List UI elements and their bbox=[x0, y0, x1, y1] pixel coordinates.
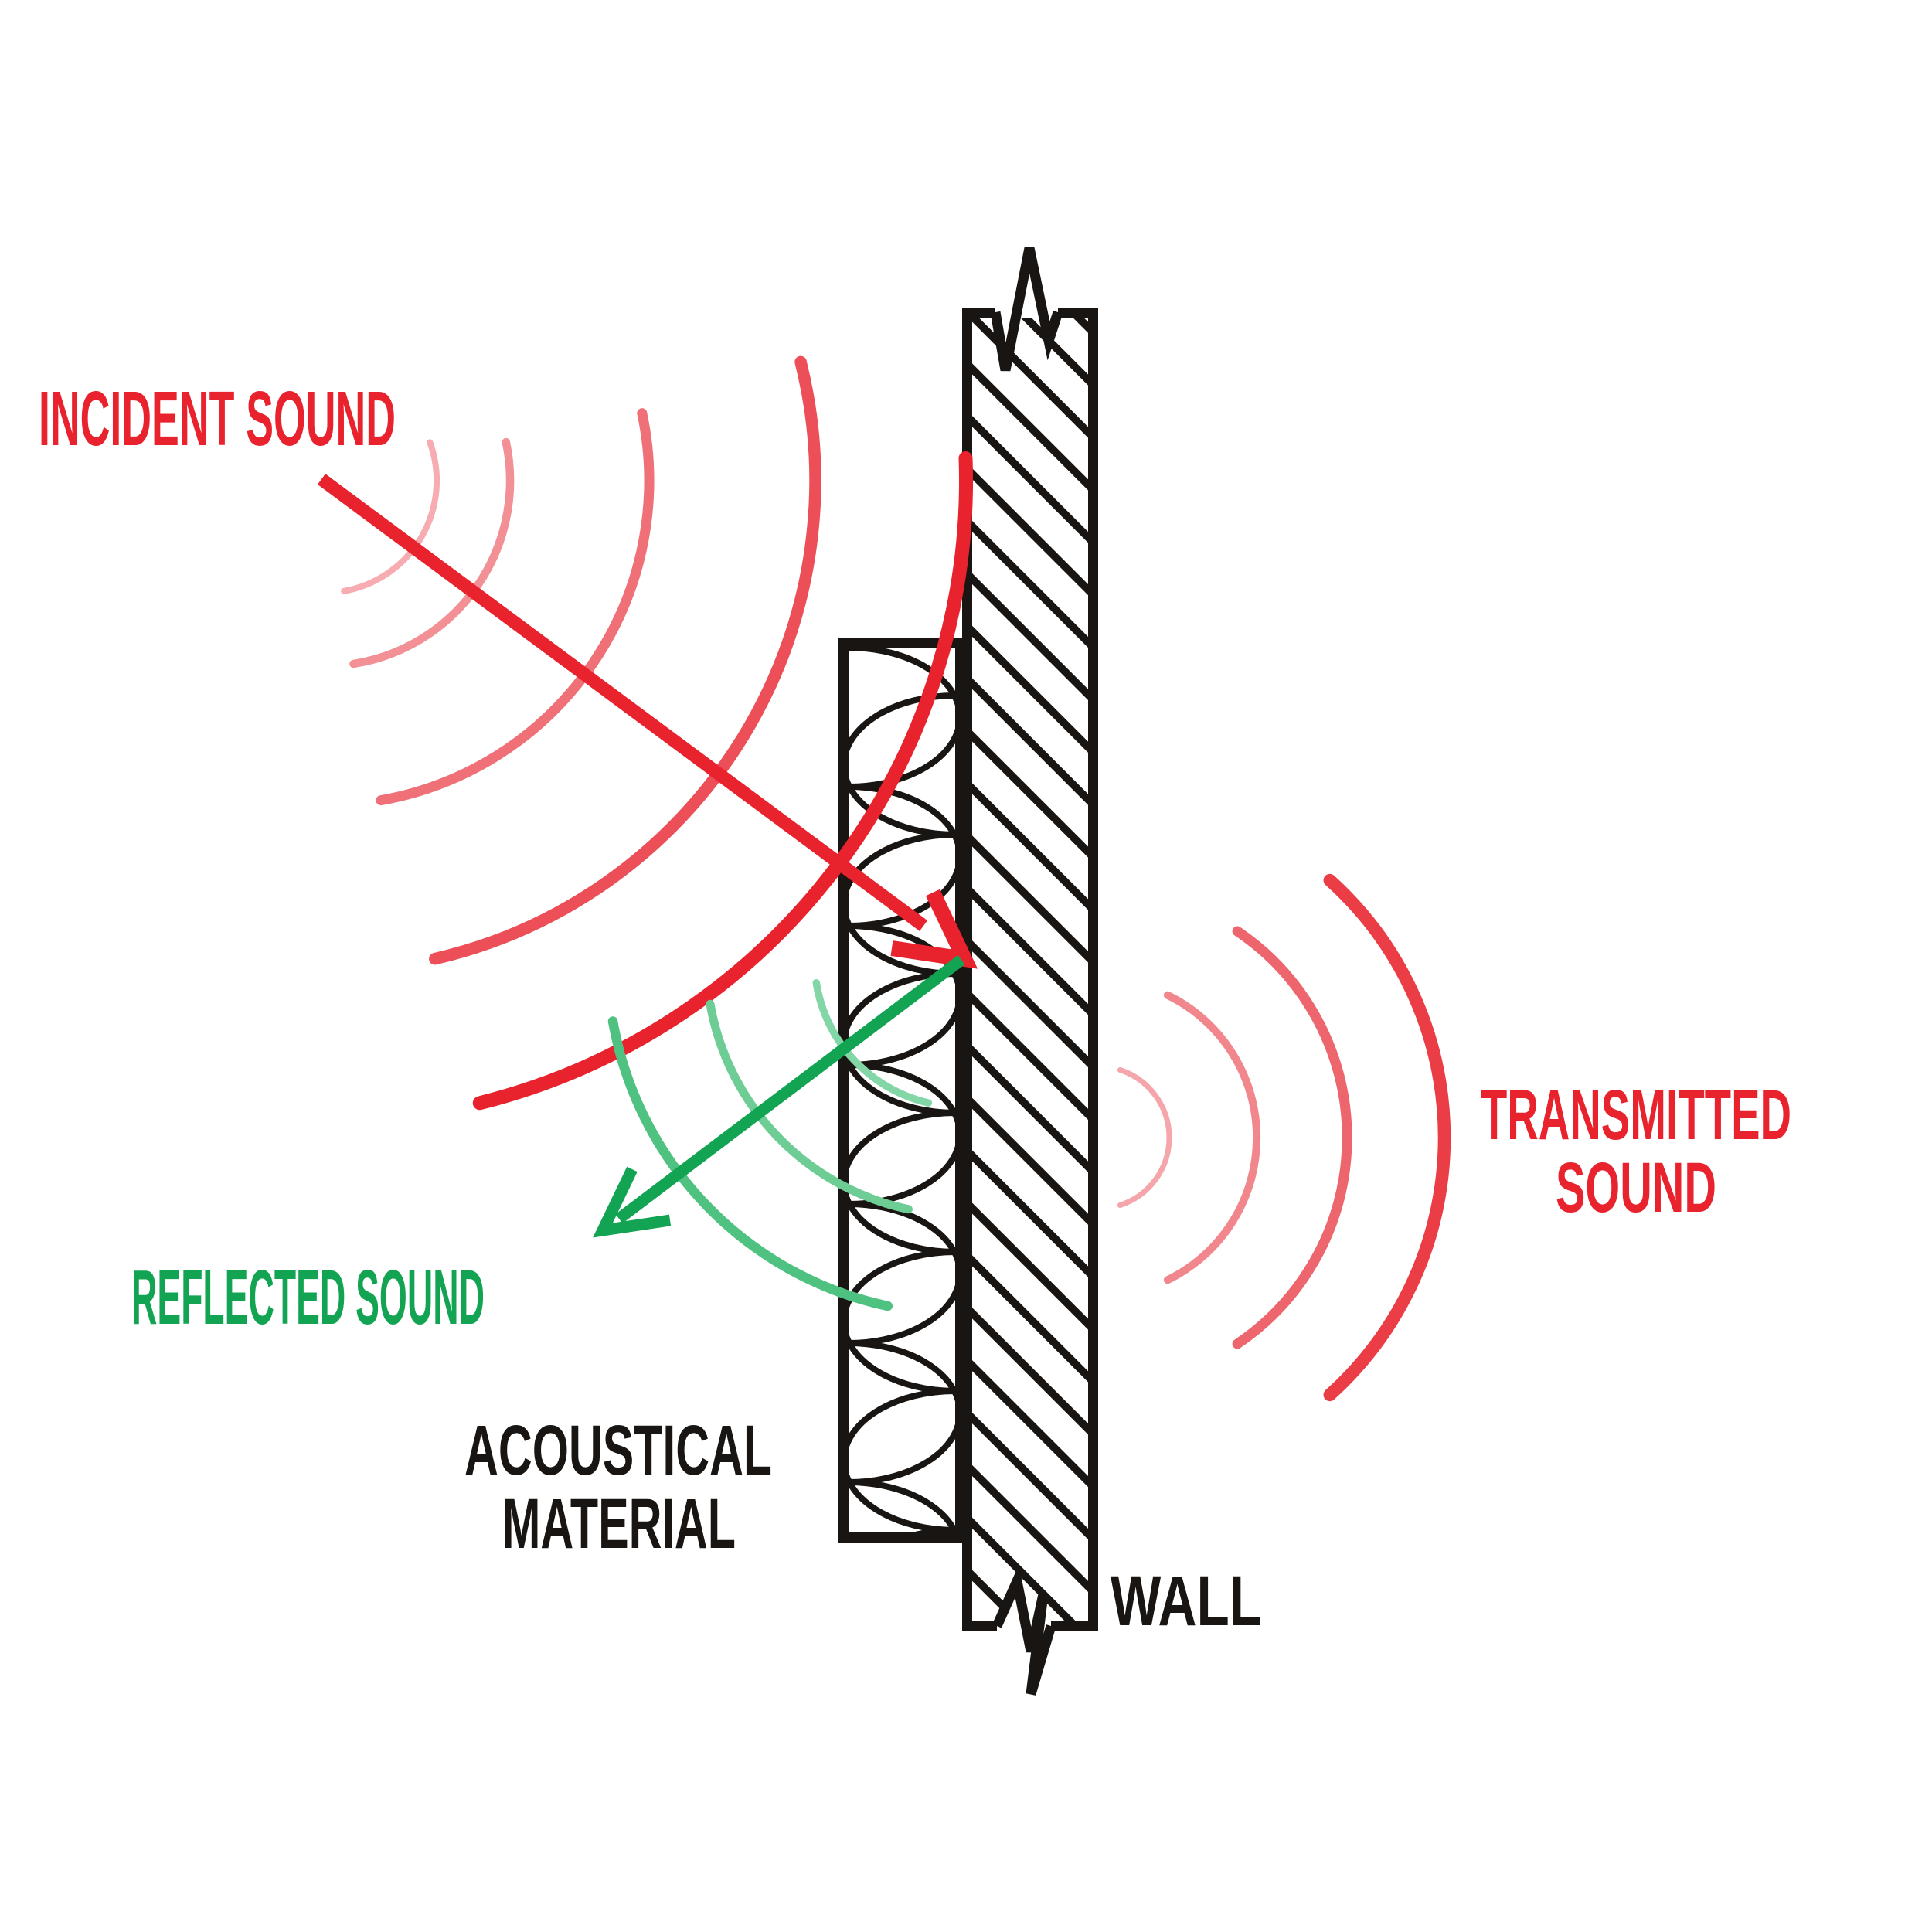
wave-arc bbox=[429, 355, 821, 965]
diagram-labels: INCIDENT SOUND REFLECTED SOUND TRANSMITT… bbox=[39, 376, 1791, 1641]
wave-arc bbox=[812, 978, 933, 1107]
reflected-ray-shaft bbox=[615, 955, 965, 1223]
batting-arc bbox=[849, 971, 956, 1116]
wall-label: WALL bbox=[1111, 1562, 1262, 1641]
acoustical-material-panel bbox=[838, 638, 965, 1543]
wave-arc bbox=[1232, 926, 1352, 1349]
batting-arc bbox=[849, 1388, 956, 1533]
incident-ray-arrow bbox=[317, 474, 978, 969]
batting-arc bbox=[849, 1479, 961, 1538]
wave-arc bbox=[341, 439, 440, 594]
incident-arrowhead-icon bbox=[890, 889, 978, 969]
wave-arc bbox=[706, 999, 913, 1214]
wall-break-symbol-bottom bbox=[992, 1564, 1056, 1696]
reflected-arrowhead-icon bbox=[593, 1166, 672, 1238]
material-outline bbox=[838, 638, 965, 1543]
wave-arc bbox=[1117, 1067, 1172, 1208]
acoustical-material-label-line2: MATERIAL bbox=[502, 1485, 736, 1563]
incident-sound-label: INCIDENT SOUND bbox=[39, 376, 396, 462]
wave-arc bbox=[376, 408, 655, 806]
wave-arc bbox=[1323, 873, 1451, 1402]
wall-hatching bbox=[972, 318, 1093, 1625]
transmitted-sound-label-line2: SOUND bbox=[1556, 1148, 1716, 1227]
wall-section bbox=[962, 247, 1098, 1696]
wave-arc bbox=[349, 437, 515, 668]
reflected-ray-arrow bbox=[593, 955, 965, 1238]
wave-arc bbox=[1163, 991, 1261, 1284]
batting-arc bbox=[849, 1110, 956, 1255]
acoustical-material-label-line1: ACOUSTICAL bbox=[464, 1411, 772, 1490]
reflected-sound-label: REFLECTED SOUND bbox=[131, 1254, 485, 1341]
batting-arc bbox=[849, 832, 956, 977]
batting-arc bbox=[849, 1249, 956, 1394]
batting-arc bbox=[849, 692, 956, 838]
reflected-sound-waves bbox=[607, 978, 933, 1311]
transmitted-sound-label-line1: TRANSMITTED bbox=[1481, 1076, 1791, 1155]
transmitted-sound-waves bbox=[1117, 873, 1451, 1402]
incident-ray-shaft bbox=[317, 474, 928, 931]
wall-break-symbol-top bbox=[990, 247, 1063, 372]
wave-arc bbox=[607, 1016, 893, 1311]
